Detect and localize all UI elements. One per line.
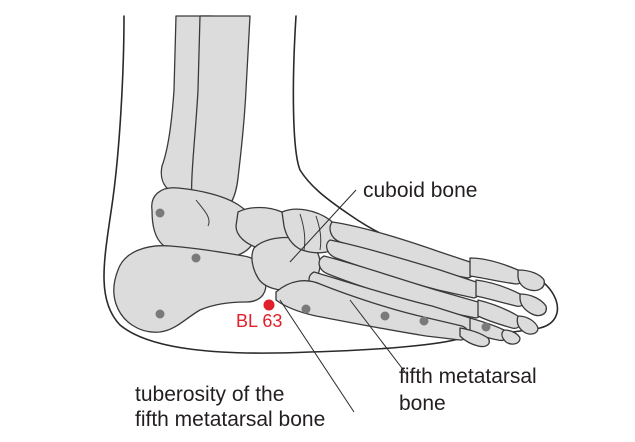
marker-dot xyxy=(380,311,390,321)
tibia-bone xyxy=(190,15,251,216)
fifth-metatarsal-label-line2: bone xyxy=(399,392,446,415)
point-markers xyxy=(155,208,491,332)
marker-dot xyxy=(191,253,201,263)
phalanges xyxy=(459,257,547,348)
fifth-metatarsal-label-line1: fifth metatarsal xyxy=(399,365,537,388)
marker-dot xyxy=(155,208,165,218)
cuboid-bone-label: cuboid bone xyxy=(363,179,478,202)
tuberosity-label-line2: fifth metatarsal bone xyxy=(135,408,326,431)
tuberosity-leader-line xyxy=(279,299,355,413)
metatarsal-2 xyxy=(325,239,482,299)
marker-dot xyxy=(301,304,311,314)
tuberosity-label-line1: tuberosity of the xyxy=(135,383,285,406)
cuboid-leader-line xyxy=(289,189,357,263)
calcaneus-bone xyxy=(113,245,267,333)
bl63-label: BL 63 xyxy=(236,311,283,331)
metatarsal-3 xyxy=(318,255,484,319)
fifth-metatarsal-leader-line xyxy=(349,299,409,377)
bl63-acupoint-dot xyxy=(263,299,275,311)
marker-dot xyxy=(155,309,165,319)
marker-dot xyxy=(419,316,429,326)
foot-skin-outline xyxy=(103,15,559,354)
marker-dot xyxy=(481,322,491,332)
metatarsal-1 xyxy=(329,221,476,279)
